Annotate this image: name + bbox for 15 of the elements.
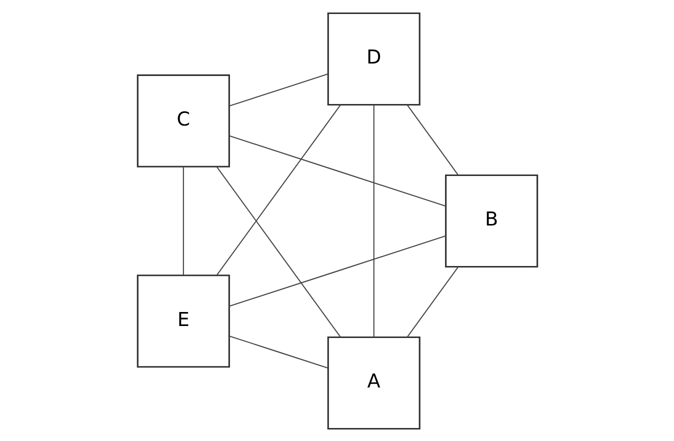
connector — [228, 72, 328, 106]
connector — [406, 104, 458, 175]
connector — [228, 335, 328, 368]
node-box: A — [326, 336, 420, 430]
connector — [372, 104, 374, 336]
connector — [228, 134, 446, 206]
connector — [216, 166, 340, 337]
connector — [216, 104, 340, 276]
connector — [406, 266, 458, 337]
node-box: B — [444, 174, 538, 268]
connector — [182, 166, 184, 275]
node-box: C — [136, 74, 230, 167]
connector — [228, 234, 446, 306]
node-box: E — [136, 274, 230, 368]
node-box: D — [326, 12, 420, 106]
